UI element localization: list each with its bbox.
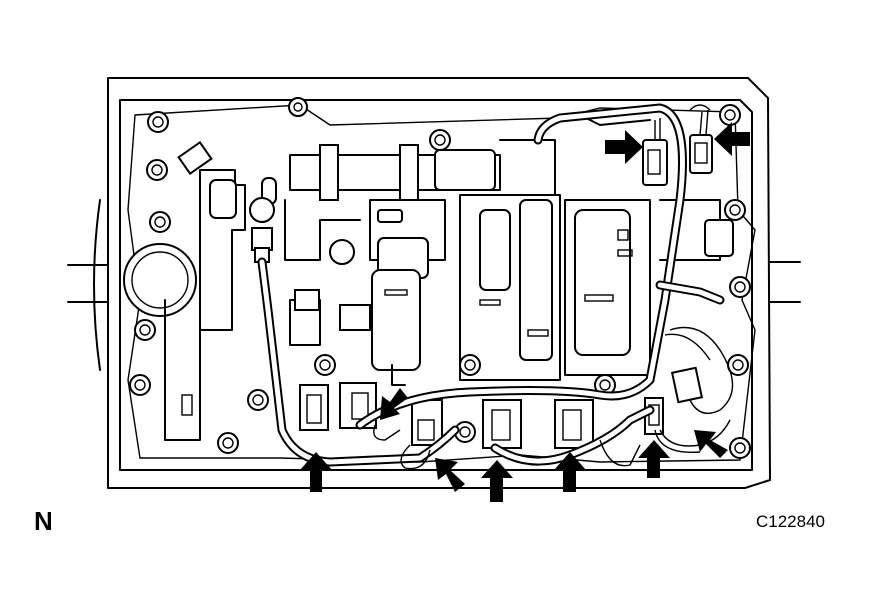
arrow	[481, 460, 513, 502]
temperature-sensor	[249, 177, 277, 263]
bolt	[719, 104, 741, 126]
valve-body-case	[93, 77, 771, 489]
bolt	[459, 354, 481, 376]
connector	[689, 134, 713, 174]
connector	[642, 139, 668, 186]
arrow	[638, 440, 670, 478]
bolt	[129, 374, 151, 396]
arrow	[300, 452, 332, 492]
pointer-arrows	[300, 122, 750, 502]
bolt	[288, 97, 308, 117]
solenoid-connectors	[249, 134, 713, 449]
bolt	[247, 389, 269, 411]
connector	[554, 399, 594, 449]
corner-letter: N	[34, 506, 53, 536]
arrow	[714, 122, 750, 156]
wire-harness	[257, 103, 734, 470]
bolt	[134, 319, 156, 341]
arrow	[380, 388, 408, 420]
bolt	[146, 159, 168, 181]
valve-spools	[164, 114, 734, 441]
arrow	[605, 130, 643, 164]
bolt	[217, 432, 239, 454]
bolt	[149, 211, 171, 233]
mounting-stubs	[67, 261, 801, 303]
bolt	[724, 199, 746, 221]
connector	[482, 399, 522, 449]
bolts	[129, 97, 751, 459]
bolt	[729, 437, 751, 459]
bolt	[727, 354, 749, 376]
bolt	[314, 354, 336, 376]
connector	[299, 384, 329, 431]
bolt	[429, 129, 451, 151]
bolt	[329, 239, 355, 265]
bolt	[729, 276, 751, 298]
connector	[670, 366, 704, 404]
accumulator-piston	[123, 243, 197, 317]
connector	[411, 399, 443, 446]
arrow	[435, 458, 465, 492]
figure-code: C122840	[756, 512, 826, 531]
arrow	[554, 452, 586, 492]
bolt	[147, 111, 169, 133]
arrow	[694, 430, 728, 458]
